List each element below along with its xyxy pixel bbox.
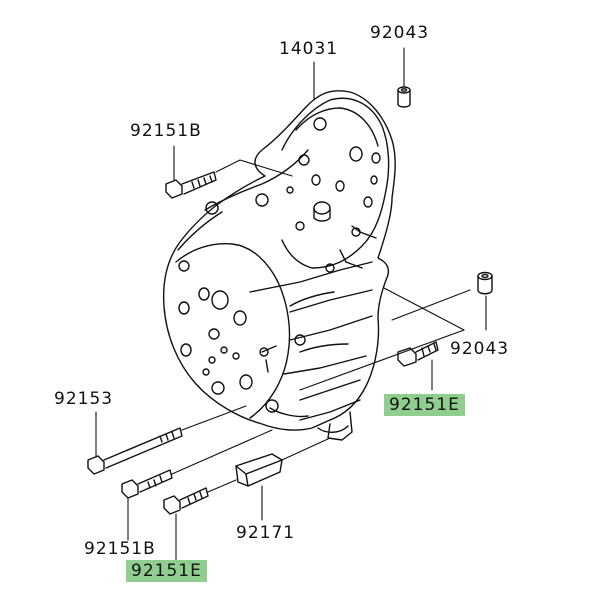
bushing-right [477,271,493,295]
bolt-bottom-e [163,487,209,515]
label-92151E-right: 92151E [384,394,465,416]
label-92043-top: 92043 [370,23,430,43]
bolt-long [87,427,183,475]
leader-lines [95,47,487,561]
bolt-right [397,341,439,367]
generator-cover [162,90,396,441]
label-92151B-top: 92151B [130,121,202,141]
label-14031: 14031 [279,39,339,59]
bolt-top-left [165,171,217,199]
label-92043-right: 92043 [450,339,510,359]
label-92171: 92171 [236,523,296,543]
label-92151B-bottom: 92151B [84,539,156,559]
label-92151E-bottom: 92151E [126,560,207,582]
bushing-top [397,86,411,108]
label-92153: 92153 [54,389,114,409]
clamp [235,453,283,487]
bolt-bottom-b [121,469,173,499]
